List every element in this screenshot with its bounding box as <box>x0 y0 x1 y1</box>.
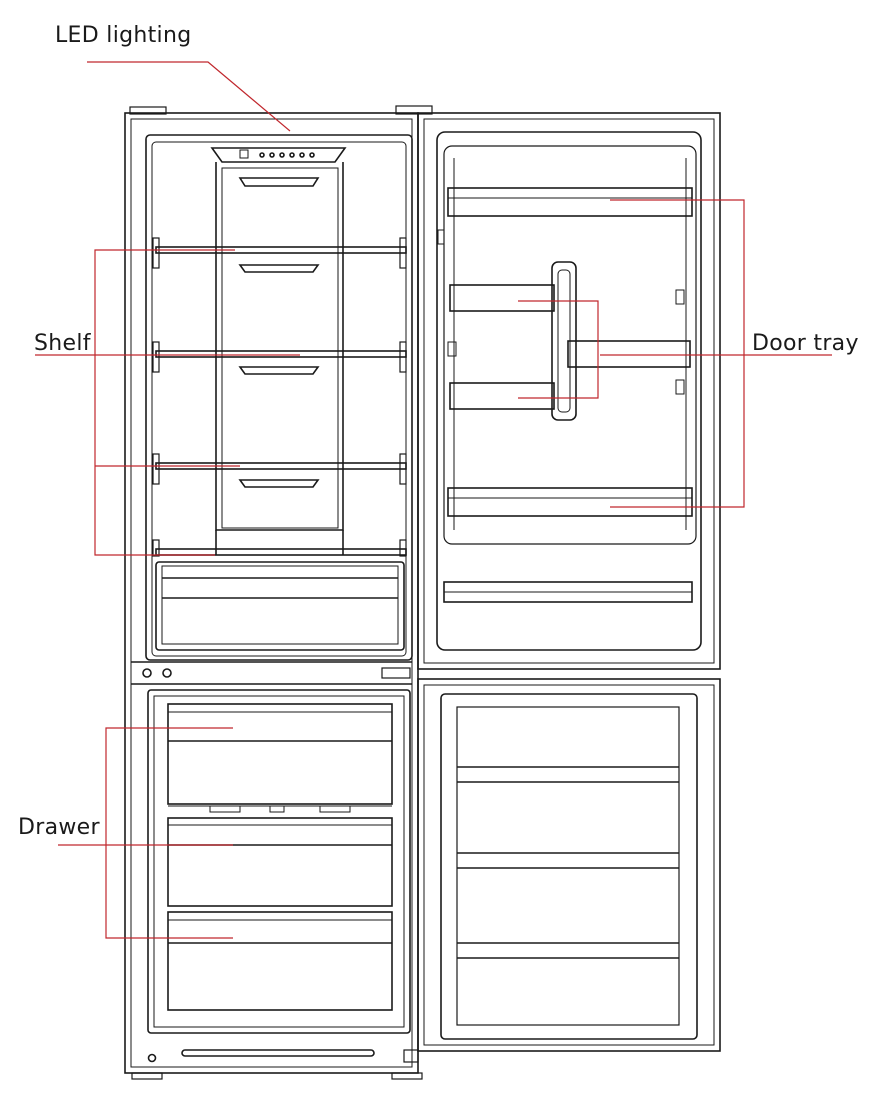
door-trays <box>447 187 693 517</box>
freezer-compartment <box>147 689 411 1034</box>
drawer-callout <box>58 727 233 939</box>
shelf-label: Shelf <box>34 331 91 356</box>
crisper-drawer <box>155 561 405 651</box>
drawer-label: Drawer <box>18 815 100 840</box>
fridge-compartment <box>145 134 413 661</box>
door-tray-label: Door tray <box>752 331 859 356</box>
bottle-holder <box>551 261 577 421</box>
led-lighting-callout <box>87 61 291 132</box>
shelf-callout <box>35 249 300 556</box>
air-duct <box>215 162 344 531</box>
glass-shelves <box>155 246 407 556</box>
door-tray-callout <box>518 199 832 508</box>
freezer-drawers <box>167 703 393 1011</box>
led-lighting-label: LED lighting <box>55 23 192 48</box>
led-panel <box>210 147 347 163</box>
kick-plate <box>147 1049 419 1063</box>
freezer-door <box>417 678 721 1052</box>
fridge-door <box>417 112 721 670</box>
fridge-cabinet <box>124 105 433 1080</box>
compartment-divider <box>131 661 412 685</box>
